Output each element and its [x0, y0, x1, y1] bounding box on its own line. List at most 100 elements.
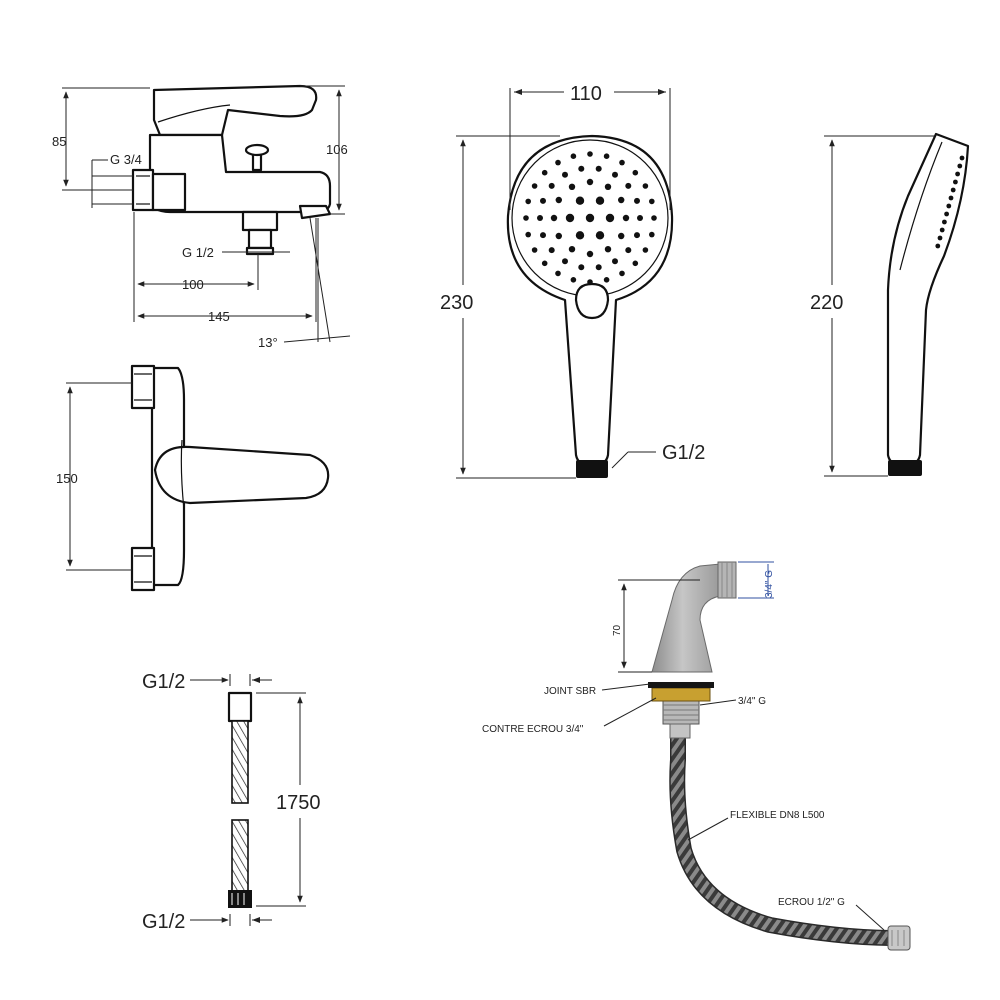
flexible-hose [670, 735, 896, 945]
side-nozzle [937, 235, 943, 241]
nozzle [634, 232, 640, 239]
nozzle [575, 231, 585, 240]
nozzle [637, 215, 643, 221]
shower-height-label: 230 [440, 292, 473, 314]
nozzle [541, 260, 548, 267]
end-nut-label: ECROU 1/2" G [778, 897, 845, 908]
shower-head-front: 110 230 G1/2 [440, 83, 705, 479]
brass-lock-nut [651, 687, 711, 702]
nozzle [548, 182, 555, 189]
fitting-thread-top-label: 3/4" G [764, 570, 775, 598]
dim-150-label: 150 [56, 471, 78, 486]
dim-145-label: 145 [208, 309, 230, 324]
side-nozzle [955, 171, 960, 177]
nozzle [622, 214, 630, 222]
nozzle [642, 183, 649, 189]
nozzle [565, 213, 575, 223]
dim-106-label: 106 [326, 142, 348, 157]
hose-lower-section [231, 819, 249, 897]
nozzle [603, 153, 610, 159]
nozzle [555, 159, 561, 166]
hose-upper-section [231, 720, 249, 804]
dim-85-label: 85 [52, 134, 66, 149]
shower-hose: G1/2 G1/2 1750 [142, 671, 321, 933]
lock-nut-label: CONTRE ECROU 3/4" [482, 724, 584, 735]
nozzle [525, 231, 531, 238]
nozzle [595, 165, 602, 172]
hose-thread-bottom-label: G1/2 [142, 911, 185, 933]
nozzle [612, 258, 618, 265]
nozzle [562, 258, 568, 265]
side-nozzle [948, 195, 954, 201]
nozzle [625, 182, 632, 189]
nozzle [537, 215, 543, 221]
side-nozzle [944, 211, 949, 217]
nozzle [618, 196, 625, 204]
top-inlet-nut [130, 364, 156, 410]
nozzle [575, 196, 585, 205]
nozzle [540, 197, 546, 204]
shower-thread-label: G1/2 [662, 442, 705, 464]
fitting-thread-mid-label: 3/4" G [738, 696, 766, 707]
nozzle [625, 247, 632, 254]
nozzle [555, 196, 562, 204]
hose-bottom-nut [228, 890, 252, 908]
nozzle [548, 247, 555, 254]
side-nozzle [942, 219, 947, 225]
dim-100-label: 100 [182, 277, 204, 292]
nozzle [578, 264, 585, 271]
nozzle [649, 198, 655, 205]
side-nozzle [950, 187, 956, 193]
flexible-label: FLEXIBLE DN8 L500 [730, 810, 825, 821]
nozzle [540, 232, 546, 239]
hose-length-label: 1750 [276, 792, 321, 814]
nozzle [618, 232, 625, 240]
nozzle [585, 213, 595, 223]
nozzle [651, 215, 657, 221]
nozzle [604, 246, 612, 253]
side-nozzle [959, 155, 965, 161]
sbr-gasket [648, 682, 714, 688]
side-nozzle [935, 243, 941, 249]
nozzle [578, 165, 585, 172]
shower-connector [576, 460, 608, 478]
spout-tip [298, 204, 332, 220]
side-nozzle [946, 203, 952, 209]
faucet-lever [152, 84, 318, 137]
faucet-top-view: 150 [56, 364, 330, 592]
nozzle [603, 277, 610, 283]
side-nozzles [935, 155, 965, 249]
nozzle [604, 183, 612, 190]
nozzle [531, 247, 538, 253]
nozzle [586, 178, 594, 186]
nozzle [642, 247, 649, 253]
spray-button [574, 282, 610, 320]
nozzle [632, 260, 639, 267]
hose-thread-top-label: G1/2 [142, 671, 185, 693]
shower-outlet [241, 210, 279, 232]
faucet-side-view: 85 106 G 3/4 G 1/2 100 145 13° [52, 84, 351, 350]
thread-g12-label: G 1/2 [182, 245, 214, 260]
shower-width-label: 110 [570, 83, 602, 105]
nozzle [595, 196, 605, 205]
nozzle [570, 277, 577, 283]
nozzle [531, 183, 538, 189]
nozzle [595, 231, 605, 240]
nozzle [562, 171, 568, 178]
thread-g34-label: G 3/4 [110, 152, 142, 167]
side-nozzle [953, 179, 958, 185]
end-nut [887, 925, 911, 951]
side-nozzle [957, 163, 963, 169]
nozzle [586, 250, 594, 258]
side-nozzle [939, 227, 945, 233]
nozzle [555, 232, 562, 240]
nozzle [570, 153, 577, 159]
nozzle [605, 213, 615, 223]
nozzle [634, 197, 640, 204]
hose-top-fitting [227, 691, 253, 723]
nozzle [632, 169, 639, 176]
shower-side-height-label: 220 [810, 292, 843, 314]
faucet-top-lever [153, 445, 330, 505]
nozzle [550, 214, 558, 222]
